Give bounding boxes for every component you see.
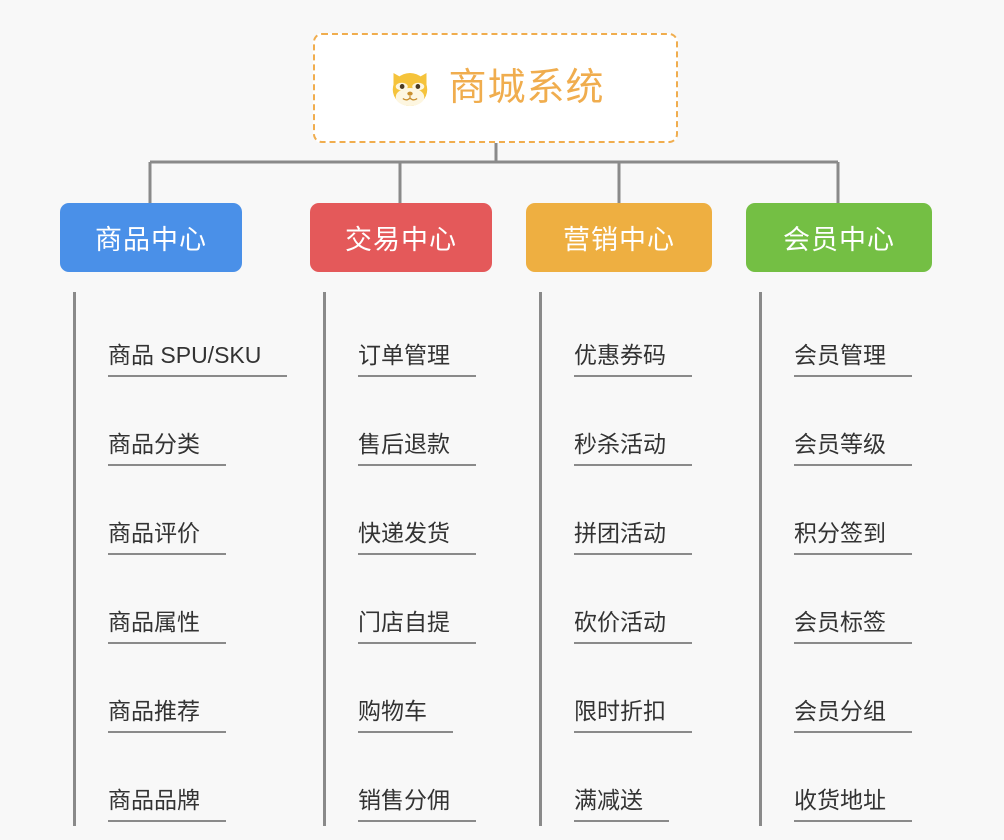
- list-item[interactable]: 积分签到: [762, 470, 978, 559]
- list-item[interactable]: 满减送: [542, 737, 758, 826]
- branch-label-market: 营销中心: [563, 225, 675, 255]
- list-item[interactable]: 收货地址: [762, 737, 978, 826]
- list-item[interactable]: 会员管理: [762, 292, 978, 381]
- leaf-label: 会员管理: [794, 342, 912, 377]
- leaf-label: 门店自提: [358, 609, 476, 644]
- leaf-label: 订单管理: [358, 342, 476, 377]
- leaf-label: 会员等级: [794, 431, 912, 466]
- list-item[interactable]: 商品 SPU/SKU: [76, 292, 310, 381]
- leaf-label: 积分签到: [794, 520, 912, 555]
- branch-label-product: 商品中心: [95, 225, 207, 255]
- root-title: 商城系统: [448, 67, 605, 109]
- branch-label-member: 会员中心: [783, 225, 895, 255]
- branch-trade: 交易中心 订单管理 售后退款 快递发货 门店自提 购物车 销售分佣: [310, 203, 542, 826]
- leaf-label: 拼团活动: [574, 520, 692, 555]
- leaf-label: 商品评价: [108, 520, 226, 555]
- root-node[interactable]: 商城系统: [313, 33, 678, 143]
- branch-header-product[interactable]: 商品中心: [60, 203, 242, 272]
- list-item[interactable]: 商品分类: [76, 381, 310, 470]
- list-item[interactable]: 会员分组: [762, 648, 978, 737]
- shiba-dog-face-icon: [393, 73, 428, 108]
- list-item[interactable]: 会员等级: [762, 381, 978, 470]
- leaf-label: 限时折扣: [574, 698, 692, 733]
- list-item[interactable]: 购物车: [326, 648, 542, 737]
- branch-label-trade: 交易中心: [345, 225, 457, 255]
- list-item[interactable]: 限时折扣: [542, 648, 758, 737]
- leaf-label: 商品属性: [108, 609, 226, 644]
- leaf-label: 商品分类: [108, 431, 226, 466]
- list-item[interactable]: 销售分佣: [326, 737, 542, 826]
- branch-header-market[interactable]: 营销中心: [526, 203, 712, 272]
- leaf-list-product: 商品 SPU/SKU 商品分类 商品评价 商品属性 商品推荐 商品品牌: [73, 292, 310, 826]
- leaf-label: 商品品牌: [108, 787, 226, 822]
- leaf-label: 售后退款: [358, 431, 476, 466]
- list-item[interactable]: 订单管理: [326, 292, 542, 381]
- leaf-label: 优惠券码: [574, 342, 692, 377]
- list-item[interactable]: 商品推荐: [76, 648, 310, 737]
- branch-member: 会员中心 会员管理 会员等级 积分签到 会员标签 会员分组 收货地址: [746, 203, 978, 826]
- list-item[interactable]: 商品品牌: [76, 737, 310, 826]
- leaf-label: 砍价活动: [574, 609, 692, 644]
- leaf-label: 购物车: [358, 698, 453, 733]
- branch-product: 商品中心 商品 SPU/SKU 商品分类 商品评价 商品属性 商品推荐 商品品牌: [60, 203, 310, 826]
- leaf-label: 满减送: [574, 787, 669, 822]
- leaf-label: 商品推荐: [108, 698, 226, 733]
- leaf-list-trade: 订单管理 售后退款 快递发货 门店自提 购物车 销售分佣: [323, 292, 542, 826]
- list-item[interactable]: 秒杀活动: [542, 381, 758, 470]
- list-item[interactable]: 砍价活动: [542, 559, 758, 648]
- leaf-label: 商品 SPU/SKU: [108, 342, 288, 377]
- leaf-label: 快递发货: [358, 520, 476, 555]
- leaf-label: 销售分佣: [358, 787, 476, 822]
- list-item[interactable]: 快递发货: [326, 470, 542, 559]
- list-item[interactable]: 商品属性: [76, 559, 310, 648]
- list-item[interactable]: 会员标签: [762, 559, 978, 648]
- list-item[interactable]: 拼团活动: [542, 470, 758, 559]
- leaf-list-market: 优惠券码 秒杀活动 拼团活动 砍价活动 限时折扣 满减送: [539, 292, 758, 826]
- list-item[interactable]: 售后退款: [326, 381, 542, 470]
- branch-market: 营销中心 优惠券码 秒杀活动 拼团活动 砍价活动 限时折扣 满减送: [526, 203, 758, 826]
- leaf-list-member: 会员管理 会员等级 积分签到 会员标签 会员分组 收货地址: [759, 292, 978, 826]
- leaf-label: 秒杀活动: [574, 431, 692, 466]
- list-item[interactable]: 优惠券码: [542, 292, 758, 381]
- leaf-label: 会员分组: [794, 698, 912, 733]
- branch-header-member[interactable]: 会员中心: [746, 203, 932, 272]
- list-item[interactable]: 门店自提: [326, 559, 542, 648]
- branch-header-trade[interactable]: 交易中心: [310, 203, 492, 272]
- leaf-label: 会员标签: [794, 609, 912, 644]
- list-item[interactable]: 商品评价: [76, 470, 310, 559]
- leaf-label: 收货地址: [794, 787, 912, 822]
